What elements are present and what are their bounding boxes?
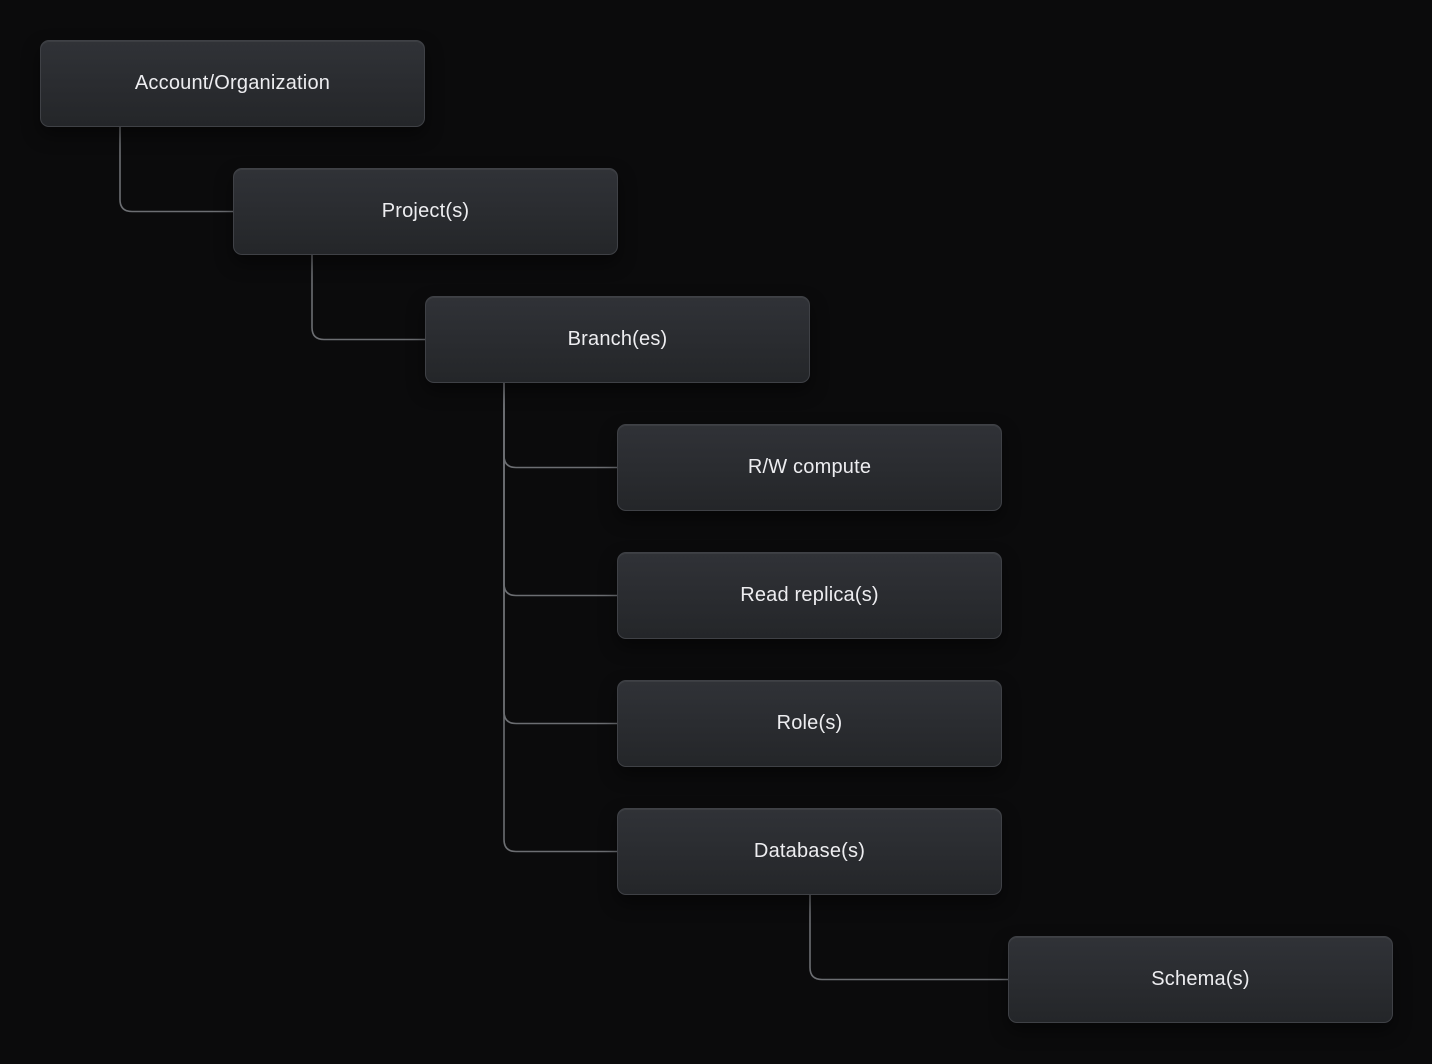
- connector-branches-to-rw-compute: [503, 383, 617, 469]
- node-account-organization: Account/Organization: [40, 40, 425, 127]
- connector-databases-to-schemas: [809, 895, 1008, 981]
- node-rw-compute-label: R/W compute: [747, 456, 872, 478]
- node-branches: Branch(es): [425, 296, 810, 383]
- node-roles: Role(s): [617, 680, 1002, 767]
- connector-branches-to-roles: [503, 383, 617, 725]
- connector-branches-to-read-replicas: [503, 383, 617, 597]
- node-projects-label: Project(s): [381, 200, 470, 222]
- node-databases: Database(s): [617, 808, 1002, 895]
- node-rw-compute: R/W compute: [617, 424, 1002, 511]
- node-schemas-label: Schema(s): [1151, 968, 1250, 990]
- node-branches-label: Branch(es): [567, 328, 668, 350]
- node-roles-label: Role(s): [776, 712, 843, 734]
- node-read-replicas: Read replica(s): [617, 552, 1002, 639]
- node-projects: Project(s): [233, 168, 618, 255]
- connector-account-to-projects: [119, 127, 233, 213]
- node-read-replicas-label: Read replica(s): [740, 584, 879, 606]
- connector-branches-to-databases: [503, 383, 617, 853]
- node-databases-label: Database(s): [753, 840, 866, 862]
- node-schemas: Schema(s): [1008, 936, 1393, 1023]
- connector-projects-to-branches: [311, 255, 425, 341]
- node-account-organization-label: Account/Organization: [134, 72, 331, 94]
